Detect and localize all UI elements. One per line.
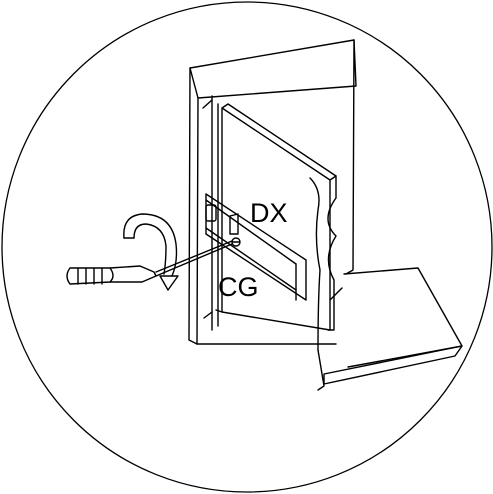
rotation-arrow-icon: [123, 213, 179, 291]
label-cg: CG: [218, 272, 259, 302]
screwdriver-icon: [66, 240, 233, 285]
floor-bracket: [323, 267, 463, 385]
back-frame: [188, 39, 357, 345]
screw-head: [231, 237, 241, 247]
label-dx: DX: [250, 198, 288, 228]
mounting-rail: [205, 193, 307, 301]
